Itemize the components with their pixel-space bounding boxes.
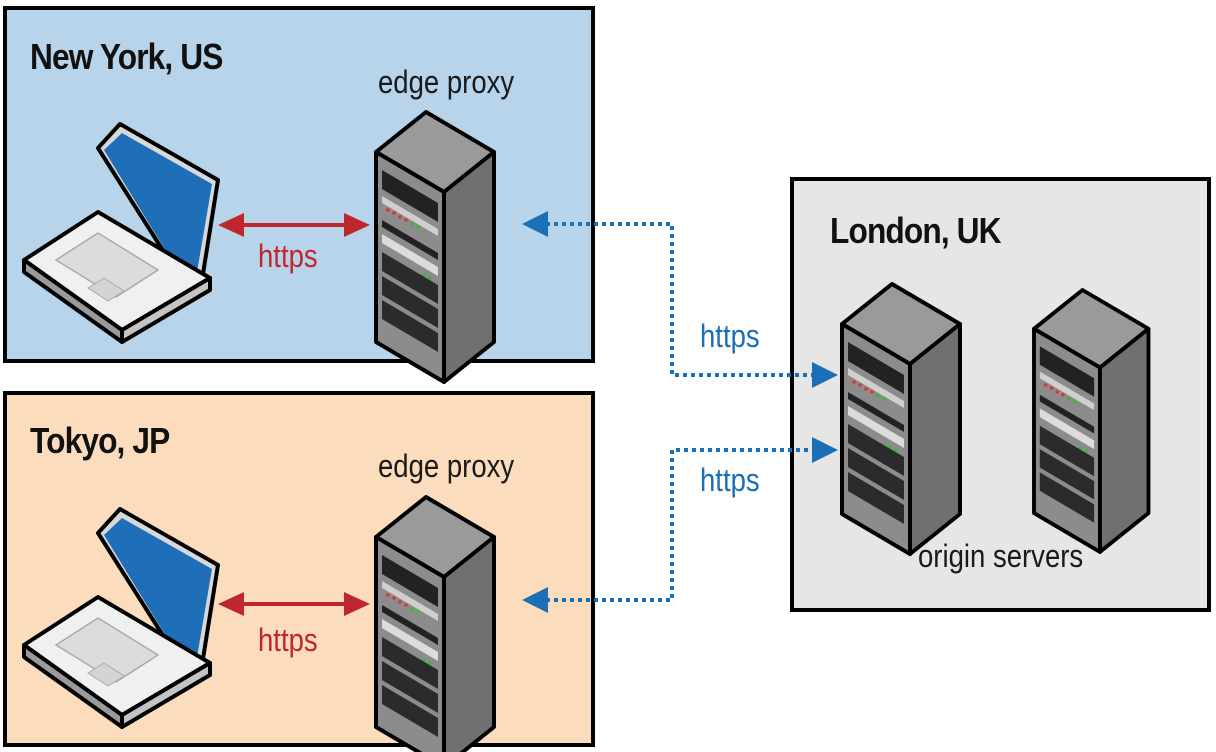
london-region-title: London, UK bbox=[830, 210, 1002, 251]
tokyo-edge-proxy-label: edge proxy bbox=[378, 448, 515, 484]
tokyo-backhaul-label: https bbox=[700, 462, 760, 498]
ny-edge-proxy-label: edge proxy bbox=[378, 64, 515, 100]
ny-region-title: New York, US bbox=[30, 36, 223, 77]
tokyo-laptop-icon bbox=[22, 507, 220, 729]
origin-server-2-icon bbox=[1032, 288, 1151, 554]
ny-client-link-arrow bbox=[218, 213, 370, 237]
tokyo-client-link-arrow bbox=[218, 592, 370, 616]
tokyo-backhaul-link bbox=[522, 437, 838, 613]
tokyo-region-title: Tokyo, JP bbox=[30, 420, 170, 461]
tokyo-edge-proxy-icon bbox=[374, 495, 496, 752]
ny-laptop-icon bbox=[22, 122, 220, 344]
origin-servers-label: origin servers bbox=[918, 538, 1084, 574]
ny-backhaul-link bbox=[522, 211, 838, 388]
ny-backhaul-label: https bbox=[700, 318, 760, 354]
ny-edge-proxy-icon bbox=[374, 110, 496, 384]
tokyo-client-link-label: https bbox=[258, 622, 318, 658]
origin-server-1-icon bbox=[840, 282, 962, 556]
ny-client-link-label: https bbox=[258, 238, 318, 274]
